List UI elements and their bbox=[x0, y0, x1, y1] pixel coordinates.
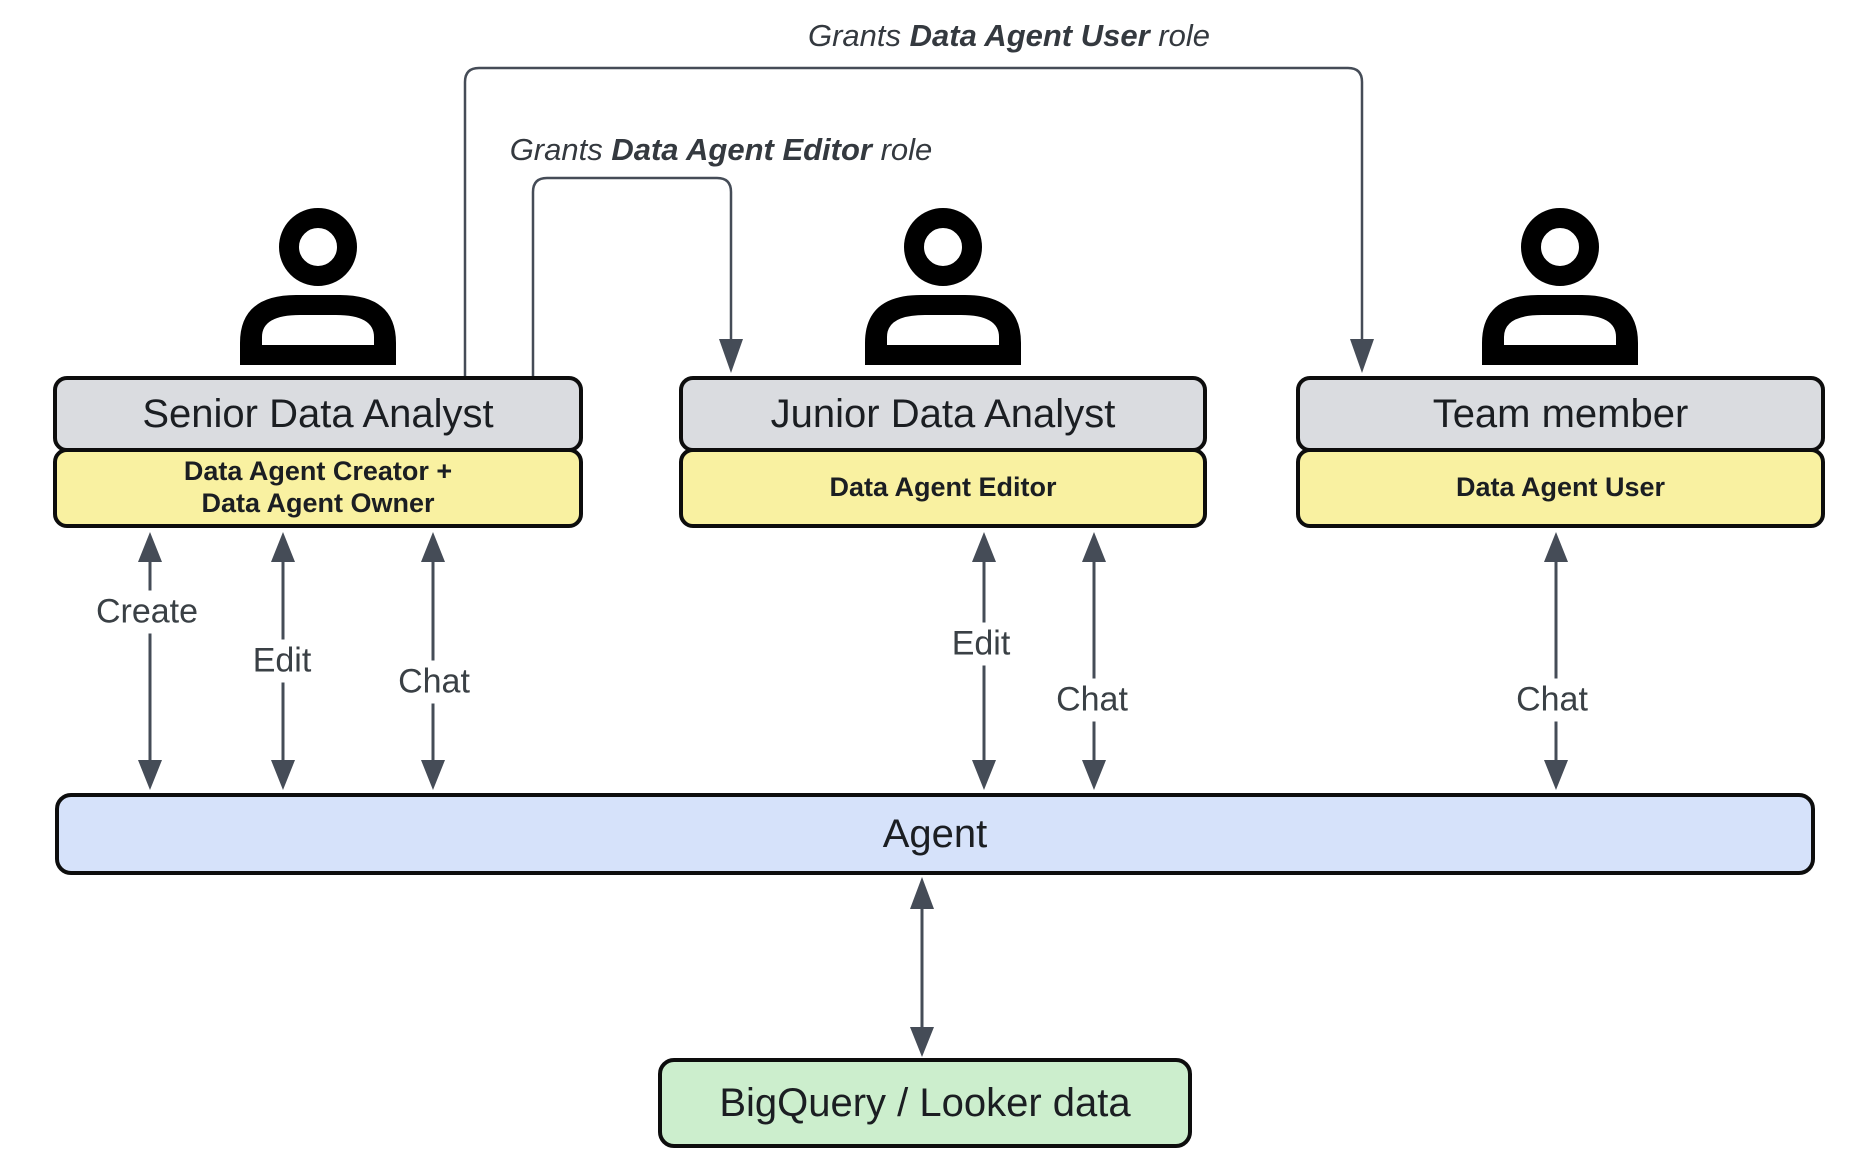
grant-user-prefix: Grants bbox=[808, 18, 910, 53]
agent-label: Agent bbox=[882, 811, 988, 856]
chat-label-junior: Chat bbox=[1048, 678, 1136, 722]
chat-label-senior: Chat bbox=[390, 660, 478, 704]
grant-user-suffix: role bbox=[1149, 18, 1210, 53]
grant-editor-prefix: Grants bbox=[509, 132, 612, 167]
edit-label-senior: Edit bbox=[244, 639, 320, 683]
actor-box-team: Team member bbox=[1296, 376, 1825, 452]
actor-box-senior: Senior Data Analyst bbox=[53, 376, 583, 452]
chat-label-team: Chat bbox=[1508, 678, 1596, 722]
role-badge-senior-text: Data Agent Creator + Data Agent Owner bbox=[184, 456, 452, 520]
person-icon-junior bbox=[865, 208, 1021, 365]
role-line: Data Agent User bbox=[1455, 472, 1666, 503]
chat-arrow-junior bbox=[1082, 532, 1106, 790]
grant-user-label: Grants Data Agent User role bbox=[808, 18, 1210, 54]
agent-datastore-arrow bbox=[910, 877, 934, 1057]
create-arrow bbox=[138, 532, 162, 790]
actor-title-team: Team member bbox=[1432, 391, 1689, 436]
actor-title-senior: Senior Data Analyst bbox=[142, 391, 494, 436]
actor-box-junior: Junior Data Analyst bbox=[679, 376, 1207, 452]
grant-user-role-name: Data Agent User bbox=[909, 18, 1150, 53]
datastore-label: BigQuery / Looker data bbox=[719, 1080, 1131, 1125]
person-icon-senior bbox=[240, 208, 396, 365]
role-line: Data Agent Creator + bbox=[183, 456, 453, 487]
role-badge-junior: Data Agent Editor bbox=[679, 448, 1207, 528]
chat-arrow-team bbox=[1544, 532, 1568, 790]
grant-user-connector bbox=[463, 66, 1374, 377]
grant-editor-suffix: role bbox=[871, 132, 933, 167]
grant-editor-label: Grants Data Agent Editor role bbox=[510, 132, 933, 168]
role-line: Data Agent Owner bbox=[201, 488, 435, 518]
grant-editor-role-name: Data Agent Editor bbox=[611, 132, 872, 167]
actor-title-junior: Junior Data Analyst bbox=[770, 391, 1116, 436]
datastore-box: BigQuery / Looker data bbox=[658, 1058, 1192, 1148]
create-label: Create bbox=[87, 590, 207, 634]
agent-bar: Agent bbox=[55, 793, 1815, 875]
role-badge-senior: Data Agent Creator + Data Agent Owner bbox=[53, 448, 583, 528]
grant-editor-connector bbox=[531, 176, 743, 377]
role-badge-team: Data Agent User bbox=[1296, 448, 1825, 528]
person-icon-team bbox=[1482, 208, 1638, 365]
role-line: Data Agent Editor bbox=[829, 472, 1057, 503]
edit-label-junior: Edit bbox=[943, 622, 1019, 666]
